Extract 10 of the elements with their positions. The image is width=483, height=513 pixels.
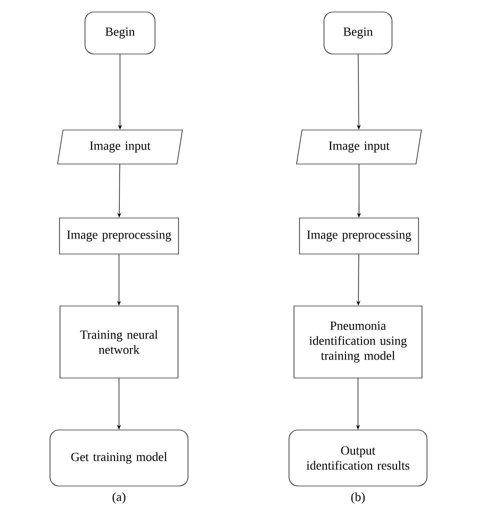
input-parallelogram: Image input: [296, 130, 422, 164]
terminal-box: Output identification results: [288, 430, 428, 486]
input-parallelogram: Image input: [57, 130, 183, 164]
terminal-box: Get training model: [50, 430, 188, 486]
terminal-box: Begin: [324, 12, 392, 54]
process-box: Pneumonia identification using training model: [294, 306, 422, 378]
process-box: Image preprocessing: [299, 218, 419, 254]
process-box: Training neural network: [60, 306, 178, 378]
terminal-box: Begin: [84, 12, 156, 54]
process-box: Image preprocessing: [59, 218, 179, 254]
